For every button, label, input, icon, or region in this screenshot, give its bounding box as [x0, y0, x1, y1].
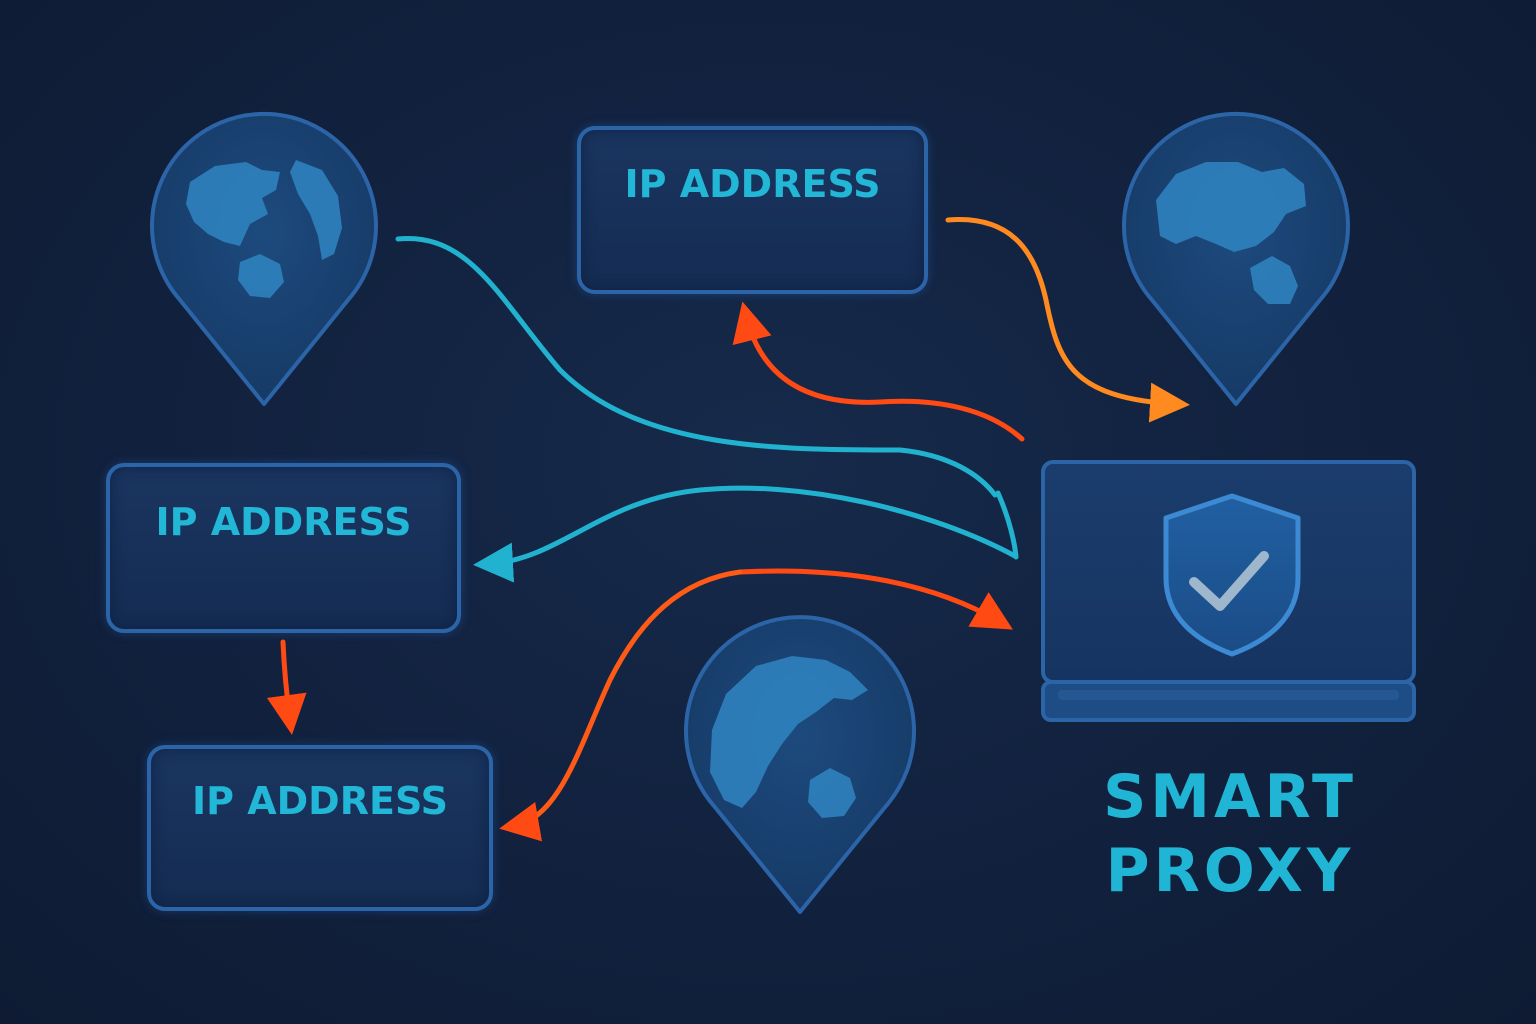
smart-proxy-title-line1: SMART — [1103, 762, 1357, 832]
ip-address-box-left: IP ADDRESS — [106, 463, 461, 633]
connection-arrow — [995, 490, 1019, 560]
ip-address-label: IP ADDRESS — [624, 162, 881, 206]
ip-address-label: IP ADDRESS — [155, 500, 412, 544]
ip-address-box-top: IP ADDRESS — [577, 126, 928, 294]
connection-arrow — [499, 569, 743, 842]
connection-arrow — [395, 236, 998, 498]
smart-proxy-title-line2: PROXY — [1105, 836, 1355, 906]
shield-check-icon — [1163, 493, 1301, 657]
connection-arrow — [737, 568, 1013, 630]
globe-pin-icon — [684, 615, 916, 914]
connection-arrow — [473, 485, 1018, 583]
connection-arrow — [945, 217, 1190, 423]
globe-pin-icon — [1122, 112, 1350, 406]
ip-address-label: IP ADDRESS — [192, 779, 448, 823]
globe-pin-icon — [150, 112, 378, 406]
connection-arrow — [266, 639, 307, 735]
ip-address-box-bottom: IP ADDRESS — [147, 745, 493, 911]
connection-arrow — [732, 301, 1025, 442]
